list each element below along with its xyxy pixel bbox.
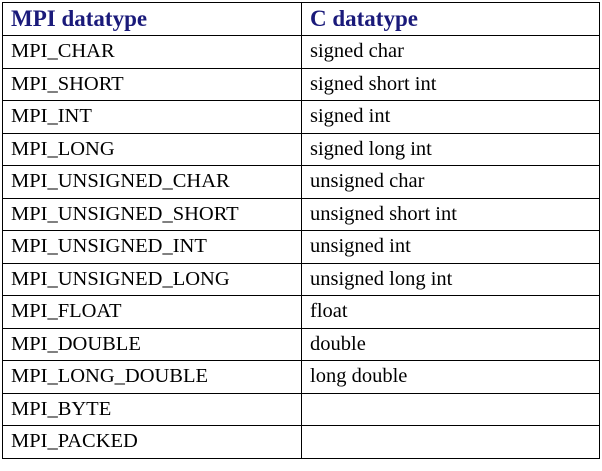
mpi-type-cell: MPI_FLOAT — [2, 295, 302, 329]
table-row: MPI_SHORT signed short int — [2, 67, 600, 101]
c-type-cell: signed long int — [301, 132, 600, 166]
c-type-cell: unsigned long int — [301, 262, 600, 296]
table-row: MPI_UNSIGNED_CHAR unsigned char — [2, 165, 600, 199]
c-type-cell: unsigned int — [301, 230, 600, 264]
table-row: MPI_LONG signed long int — [2, 132, 600, 166]
header-mpi-datatype: MPI datatype — [2, 2, 302, 36]
mpi-type-cell: MPI_UNSIGNED_INT — [2, 230, 302, 264]
table-row: MPI_FLOAT float — [2, 295, 600, 329]
header-c-datatype: C datatype — [301, 2, 600, 36]
c-type-cell: signed int — [301, 100, 600, 134]
table-row: MPI_CHAR signed char — [2, 35, 600, 69]
c-type-cell: unsigned short int — [301, 197, 600, 231]
c-type-cell: float — [301, 295, 600, 329]
mpi-type-cell: MPI_LONG — [2, 132, 302, 166]
c-type-cell: signed short int — [301, 67, 600, 101]
c-type-cell: signed char — [301, 35, 600, 69]
mpi-type-cell: MPI_LONG_DOUBLE — [2, 360, 302, 394]
mpi-type-cell: MPI_BYTE — [2, 392, 302, 426]
mpi-type-cell: MPI_UNSIGNED_SHORT — [2, 197, 302, 231]
table-row: MPI_UNSIGNED_LONG unsigned long int — [2, 262, 600, 296]
table-row: MPI_INT signed int — [2, 100, 600, 134]
c-type-cell: unsigned char — [301, 165, 600, 199]
c-type-cell: double — [301, 327, 600, 361]
c-type-cell: long double — [301, 360, 600, 394]
mpi-datatype-table: MPI datatype C datatype MPI_CHAR signed … — [2, 2, 600, 459]
mpi-type-cell: MPI_SHORT — [2, 67, 302, 101]
mpi-type-cell: MPI_PACKED — [2, 425, 302, 459]
table-row: MPI_LONG_DOUBLE long double — [2, 360, 600, 394]
header-row: MPI datatype C datatype — [2, 2, 600, 36]
table-row: MPI_BYTE — [2, 392, 600, 426]
mpi-type-cell: MPI_CHAR — [2, 35, 302, 69]
c-type-cell — [301, 392, 600, 426]
mpi-type-cell: MPI_UNSIGNED_LONG — [2, 262, 302, 296]
c-type-cell — [301, 425, 600, 459]
mpi-type-cell: MPI_UNSIGNED_CHAR — [2, 165, 302, 199]
table-row: MPI_DOUBLE double — [2, 327, 600, 361]
mpi-type-cell: MPI_INT — [2, 100, 302, 134]
table-row: MPI_PACKED — [2, 425, 600, 459]
table-row: MPI_UNSIGNED_INT unsigned int — [2, 230, 600, 264]
table-row: MPI_UNSIGNED_SHORT unsigned short int — [2, 197, 600, 231]
mpi-type-cell: MPI_DOUBLE — [2, 327, 302, 361]
